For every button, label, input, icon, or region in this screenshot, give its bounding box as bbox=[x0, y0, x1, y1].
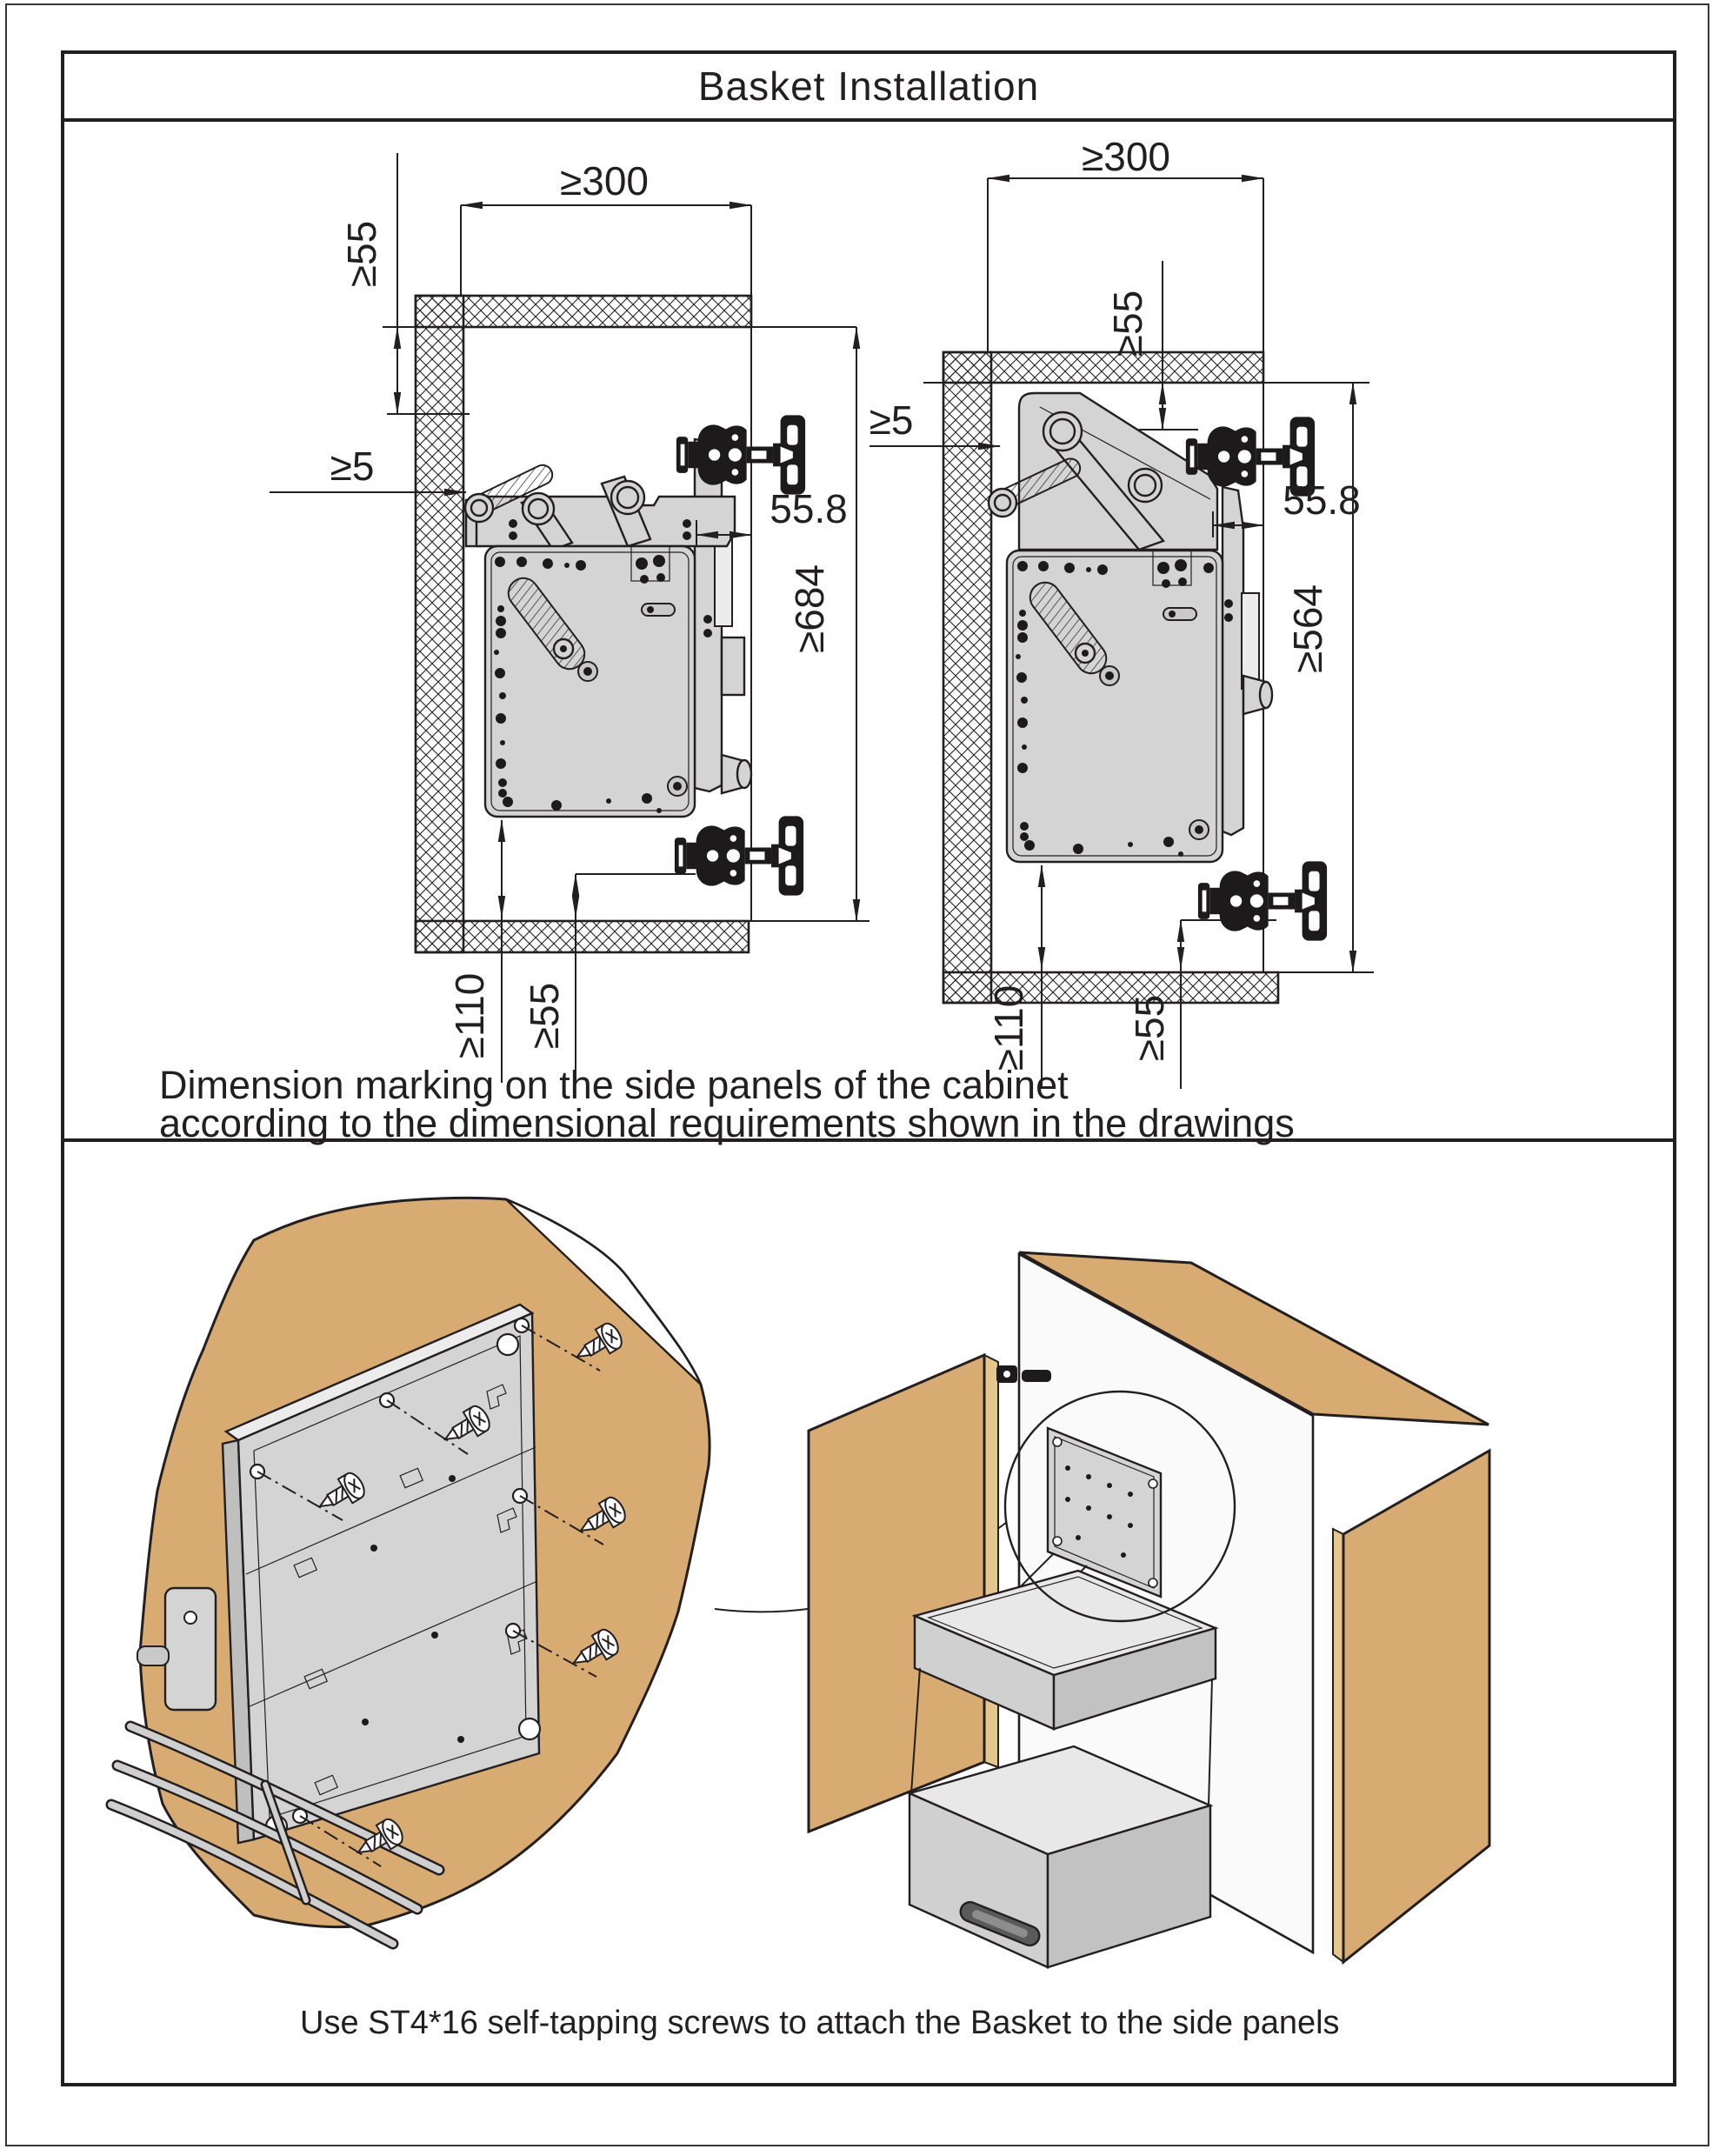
left-dim-bottom-hinge: ≥55 bbox=[522, 983, 567, 1049]
cabinet-top bbox=[1018, 1251, 1489, 1426]
right-dim-width: ≥300 bbox=[1082, 134, 1170, 179]
left-cabinet-top-panel bbox=[414, 294, 753, 329]
technical-drawings: ≥300 ≥55 ≥5 55.8 ≥684 ≥110 ≥55 bbox=[270, 134, 1374, 1089]
right-dim-bottom-offset: ≥110 bbox=[986, 985, 1031, 1071]
right-dim-gap: ≥5 bbox=[869, 397, 914, 443]
door-hinge-icon bbox=[996, 1365, 1051, 1383]
left-bottom-hinge-icon bbox=[674, 816, 804, 896]
right-cabinet-side-panel bbox=[942, 350, 993, 1005]
right-dim-bottom-hinge: ≥55 bbox=[1127, 995, 1172, 1061]
bottom-caption: Use ST4*16 self-tapping screws to attach… bbox=[300, 2005, 1340, 2041]
right-dim-top-offset: ≥55 bbox=[1105, 290, 1150, 357]
left-dim-hinge-offset: 55.8 bbox=[770, 486, 848, 531]
title-bar: Basket Installation bbox=[61, 50, 1676, 122]
left-technical-drawing: ≥300 ≥55 ≥5 55.8 ≥684 ≥110 ≥55 bbox=[270, 153, 869, 1083]
outer-border bbox=[5, 3, 1709, 2146]
middle-caption: Dimension marking on the side panels of … bbox=[159, 1063, 1295, 1145]
cabinet-illustration bbox=[807, 1251, 1491, 1969]
basket-lower-tray bbox=[906, 1745, 1214, 1969]
zoom-circle bbox=[1003, 1390, 1236, 1623]
screw-detail-illustration bbox=[105, 1196, 711, 1950]
left-dim-bottom-offset: ≥110 bbox=[447, 973, 492, 1059]
page-title: Basket Installation bbox=[697, 63, 1040, 109]
right-dim-height: ≥564 bbox=[1285, 584, 1330, 673]
left-cabinet-side-panel bbox=[414, 294, 465, 954]
right-dim-hinge-offset: 55.8 bbox=[1283, 477, 1361, 523]
left-dim-gap: ≥5 bbox=[330, 444, 375, 489]
right-technical-drawing: ≥300 ≥55 ≥5 55.8 ≥564 ≥110 ≥55 bbox=[869, 134, 1374, 1089]
right-bottom-hinge-icon bbox=[1197, 861, 1328, 941]
self-tapping-screws bbox=[257, 1322, 626, 1867]
basket-upper-tray bbox=[911, 1569, 1219, 1731]
wire-basket-rails bbox=[105, 1720, 445, 1950]
left-dim-top-offset: ≥55 bbox=[339, 221, 384, 287]
installed-side-plate bbox=[1046, 1426, 1163, 1599]
cabinet-right-door bbox=[1342, 1448, 1491, 1966]
basket-handle bbox=[959, 1900, 1041, 1947]
panel-tear-highlight bbox=[505, 1198, 703, 1385]
middle-caption-line2: according to the dimensional requirement… bbox=[159, 1101, 1295, 1145]
basket-side-plate bbox=[237, 1312, 541, 1841]
middle-caption-line1: Dimension marking on the side panels of … bbox=[159, 1063, 1069, 1107]
cabinet-left-door bbox=[807, 1352, 986, 1834]
left-dim-width: ≥300 bbox=[560, 158, 649, 204]
section-divider bbox=[64, 1138, 1673, 1142]
left-cabinet-bottom-panel bbox=[414, 919, 750, 954]
release-latch bbox=[163, 1586, 217, 1712]
installation-illustrations bbox=[105, 1196, 1491, 1969]
left-dim-height: ≥684 bbox=[787, 564, 832, 653]
